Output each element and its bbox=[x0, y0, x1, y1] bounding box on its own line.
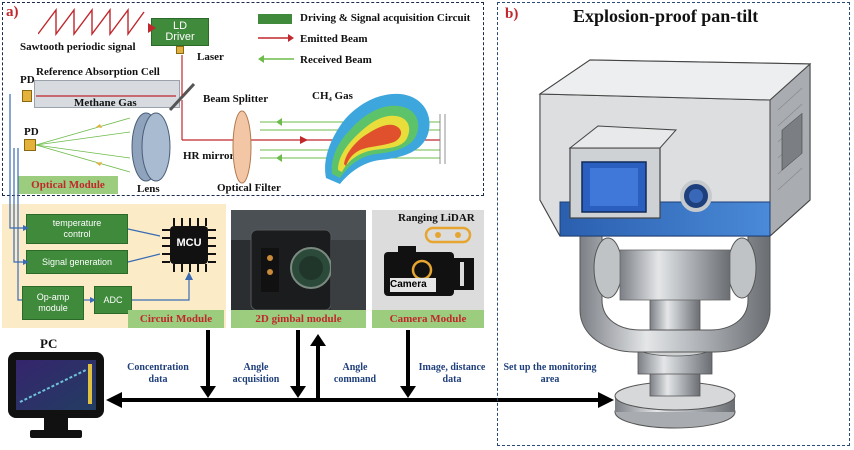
reference-cell bbox=[34, 80, 180, 108]
opamp-box: Op-amp module bbox=[22, 286, 84, 320]
panel-a-tag: a) bbox=[6, 4, 19, 20]
ch4-gas-plume bbox=[325, 93, 430, 184]
bus-arrows bbox=[106, 330, 614, 408]
beam-splitter-label: Beam Splitter bbox=[203, 93, 269, 105]
pc-monitor bbox=[8, 352, 104, 438]
adc-label: ADC bbox=[103, 295, 123, 305]
ld-driver-label: LD Driver bbox=[165, 20, 195, 43]
lens bbox=[131, 112, 171, 182]
optical-panel bbox=[2, 2, 484, 196]
laser-label: Laser bbox=[197, 51, 224, 63]
lidar-label: Ranging LiDAR bbox=[398, 212, 475, 224]
beam-splitter bbox=[168, 82, 196, 112]
pd-bottom-label: PD bbox=[24, 126, 39, 138]
hr-mirror-label: HR mirror bbox=[183, 150, 235, 162]
optical-filter-label: Optical Filter bbox=[217, 182, 281, 194]
bus-label-angle-acquisition: Angle acquisition bbox=[232, 362, 280, 385]
circuit-wires bbox=[9, 94, 193, 303]
signal-generation-label: Signal generation bbox=[41, 257, 113, 267]
legend-swatch-driving bbox=[258, 14, 292, 24]
legend-received-arrow bbox=[258, 55, 294, 63]
pantilt-illustration bbox=[538, 59, 812, 429]
mcu-chip bbox=[162, 218, 216, 272]
gimbal-illustration bbox=[231, 210, 366, 328]
reference-cell-label: Reference Absorption Cell bbox=[36, 66, 160, 78]
bus-label-concentration: Concentration data bbox=[127, 362, 189, 385]
bus-label-setup-area: Set up the monitoring area bbox=[503, 362, 597, 385]
temperature-control-label: temperature control bbox=[52, 218, 102, 239]
legend-driving: Driving & Signal acquisition Circuit bbox=[300, 12, 471, 24]
opamp-label: Op-amp module bbox=[36, 292, 70, 313]
signal-generation-box: Signal generation bbox=[26, 250, 128, 274]
legend-emitted-arrow bbox=[258, 34, 294, 42]
photodiode-top bbox=[22, 90, 32, 102]
ld-arrow bbox=[148, 23, 156, 33]
adc-box: ADC bbox=[94, 286, 132, 314]
optical-filter bbox=[232, 110, 252, 184]
camera-icon bbox=[384, 226, 474, 296]
pantilt-title: Explosion-proof pan-tilt bbox=[573, 6, 759, 26]
gimbal-photo bbox=[231, 210, 366, 328]
mcu-label: MCU bbox=[176, 237, 202, 249]
panel-b-tag: b) bbox=[505, 6, 519, 22]
methane-gas-label: Methane Gas bbox=[74, 97, 137, 109]
pantilt-panel bbox=[497, 2, 850, 446]
legend-emitted: Emitted Beam bbox=[300, 33, 368, 45]
ch4-gas-label: CH₄ Gas bbox=[312, 90, 353, 102]
laser-diode bbox=[176, 46, 184, 54]
pd-top-label: PD bbox=[20, 74, 35, 86]
ld-driver-box: LD Driver bbox=[151, 18, 209, 46]
legend-received: Received Beam bbox=[300, 54, 372, 66]
camera-label: Camera bbox=[390, 279, 427, 290]
camera-module-label: Camera Module bbox=[372, 310, 484, 328]
circuit-module-label: Circuit Module bbox=[128, 310, 224, 328]
optical-module-label: Optical Module bbox=[18, 176, 118, 194]
bus-label-angle-command: Angle command bbox=[333, 362, 377, 385]
pc-label: PC bbox=[40, 336, 58, 351]
gimbal-module-label: 2D gimbal module bbox=[231, 310, 366, 328]
sawtooth-label: Sawtooth periodic signal bbox=[20, 41, 136, 53]
sawtooth-signal bbox=[38, 7, 145, 37]
lens-label: Lens bbox=[137, 183, 160, 195]
temperature-control-box: temperature control bbox=[26, 214, 128, 244]
photodiode-bottom bbox=[24, 139, 36, 151]
bus-label-image-distance: Image, distance data bbox=[418, 362, 486, 385]
